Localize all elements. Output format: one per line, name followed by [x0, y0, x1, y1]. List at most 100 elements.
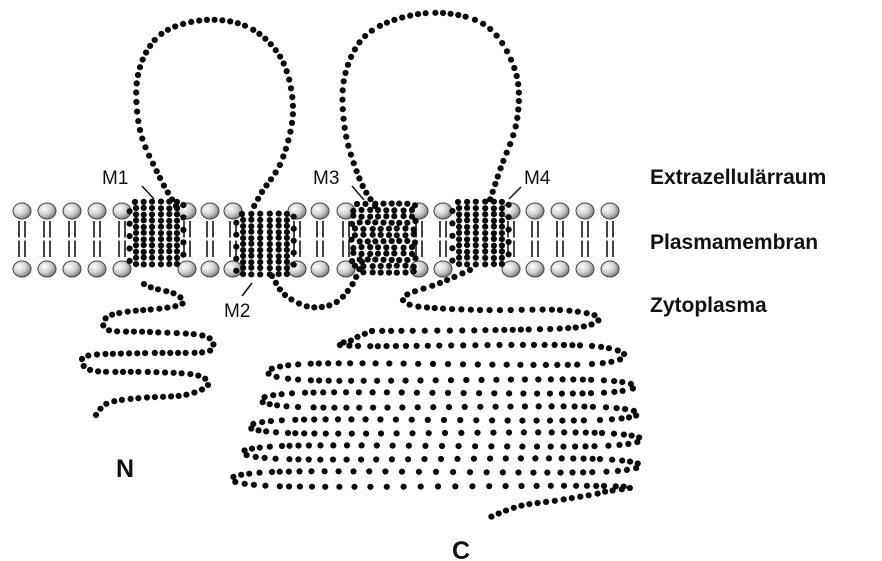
residue-dot [620, 388, 626, 394]
residue-dot [375, 251, 381, 257]
residue-dot [522, 403, 528, 409]
residue-dot [463, 377, 469, 383]
residue-dot [430, 361, 436, 367]
residue-dot [257, 241, 263, 247]
residue-dot [449, 233, 455, 239]
residue-dot [132, 199, 138, 205]
residue-dot [482, 255, 488, 261]
residue-dot [549, 307, 555, 313]
residue-dot [152, 394, 158, 400]
residue-dot [382, 468, 388, 474]
phospholipid [576, 203, 594, 277]
residue-dot [384, 389, 390, 395]
residue-dot [317, 457, 323, 463]
residue-dot [118, 351, 124, 357]
residue-dot [372, 238, 378, 244]
residue-dot [580, 469, 586, 475]
residue-dot [273, 429, 279, 435]
residue-dot [164, 305, 170, 311]
residue-dot [597, 456, 603, 462]
residue-dot [370, 232, 376, 238]
residue-dot [605, 443, 611, 449]
residue-dot [335, 431, 341, 437]
residue-dot [103, 401, 109, 407]
residue-dot [391, 250, 397, 256]
residue-dot [267, 259, 273, 265]
residue-dot [199, 349, 205, 355]
residue-dot [506, 429, 512, 435]
residue-dot [156, 306, 162, 312]
residue-dot [473, 261, 479, 267]
residue-dot [492, 327, 498, 333]
residue-dot [456, 443, 462, 449]
residue-dot [163, 288, 169, 294]
residue-dot [246, 471, 252, 477]
residue-dot [262, 455, 268, 461]
residue-dot [499, 224, 505, 230]
residue-dot [503, 455, 509, 461]
residue-dot [403, 343, 409, 349]
residue-dot [499, 236, 505, 242]
residue-dot [499, 248, 505, 254]
residue-dot [240, 217, 246, 223]
residue-dot [590, 456, 596, 462]
residue-dot [358, 251, 364, 257]
residue-dot [141, 230, 147, 236]
residue-dot [79, 356, 85, 362]
residue-dot [331, 389, 337, 395]
residue-dot [267, 444, 273, 450]
residue-dot [158, 261, 164, 267]
residue-dot [179, 301, 185, 307]
phospholipid [601, 203, 619, 277]
residue-dot [284, 247, 290, 253]
residue-dot [390, 443, 396, 449]
residue-dot [407, 302, 413, 308]
residue-dot [363, 431, 369, 437]
residue-dot [152, 350, 158, 356]
residue-dot [183, 331, 189, 337]
residue-dot [286, 443, 292, 449]
residue-dot [344, 457, 350, 463]
residue-dot [611, 389, 617, 395]
residue-dot [367, 484, 373, 490]
residue-dot [380, 257, 386, 263]
residue-dot [455, 199, 461, 205]
residue-dot [491, 199, 497, 205]
residue-dot [133, 230, 139, 236]
residue-dot [149, 205, 155, 211]
residue-dot [180, 227, 186, 233]
residue-dot [378, 232, 384, 238]
lipid-bilayer [13, 203, 619, 277]
residue-dot [383, 244, 389, 250]
residue-dot [634, 439, 640, 445]
residue-dot [570, 455, 576, 461]
residue-dot [633, 412, 639, 418]
residue-dot [619, 415, 625, 421]
residue-dot [292, 430, 298, 436]
residue-dot [133, 205, 139, 211]
m1-helix [127, 199, 187, 268]
residue-dot [286, 483, 292, 489]
residue-dot [342, 125, 348, 131]
residue-dot [141, 205, 147, 211]
residue-dot [573, 429, 579, 435]
residue-dot [147, 43, 153, 49]
residue-dot [611, 431, 617, 437]
residue-dot [149, 217, 155, 223]
residue-dot [429, 390, 435, 396]
residue-dot [144, 394, 150, 400]
residue-dot [389, 220, 395, 226]
residue-dot [273, 169, 279, 175]
residue-dot [370, 269, 376, 275]
residue-dot [166, 236, 172, 242]
residue-dot [560, 444, 566, 450]
residue-dot [175, 350, 181, 356]
residue-dot [401, 484, 407, 490]
residue-dot [498, 165, 504, 171]
residue-dot [295, 443, 301, 449]
residue-dot [111, 398, 117, 404]
residue-dot [133, 261, 139, 267]
residue-dot [279, 391, 285, 397]
m4-helix [449, 199, 511, 268]
residue-dot [174, 230, 180, 236]
